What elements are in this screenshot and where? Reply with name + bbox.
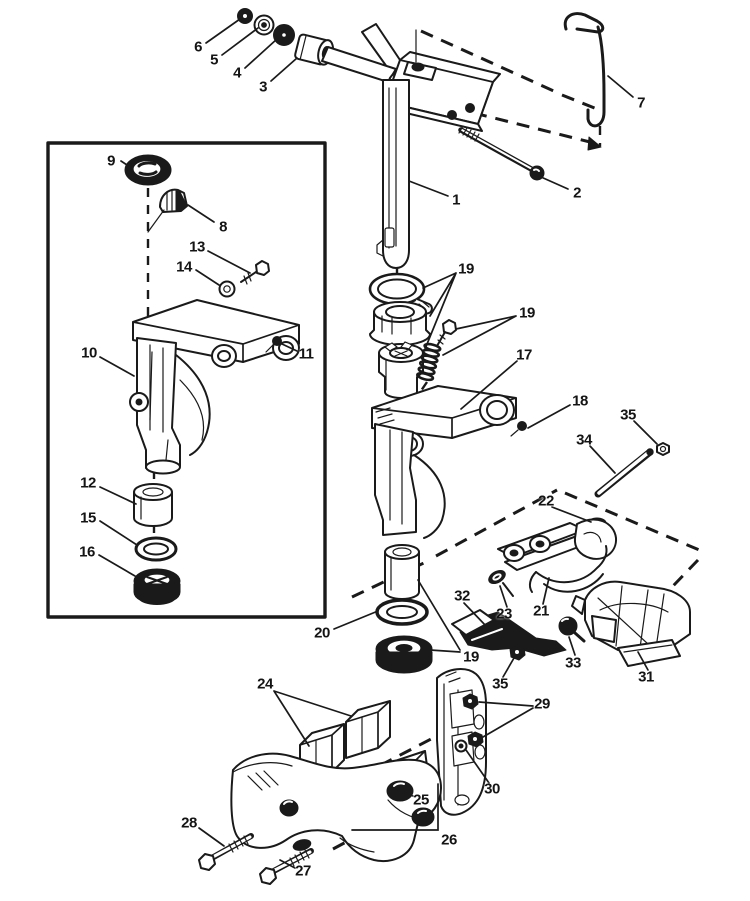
part-16-seal (133, 568, 181, 605)
part-21-linkage (497, 518, 618, 593)
part-6-nut (237, 8, 253, 24)
part-8-cap (147, 188, 188, 233)
part-10-swivel-bracket (129, 299, 300, 475)
part-29-nuts (462, 693, 484, 748)
part-5-washer (253, 14, 275, 36)
part-19-clamp-bushing (369, 301, 431, 346)
part-35-nut-upper (656, 442, 670, 456)
part-31-anchor-bracket (571, 580, 691, 667)
leader-lines (98, 18, 658, 869)
inset-box (46, 141, 327, 619)
part-12-bushing (133, 483, 173, 527)
part-14-washer (218, 280, 236, 298)
part-4-grommet (273, 24, 295, 46)
part-1-swivel-shaft (376, 79, 410, 269)
part-20-o-ring (375, 598, 429, 626)
part-13-bolt (240, 260, 270, 285)
front-clamp-bracket (230, 752, 442, 862)
part-28-bolt (198, 833, 254, 871)
part-19-spring (416, 342, 442, 382)
part-27-bolt (259, 848, 314, 885)
part-23-clip-pin (502, 582, 514, 597)
part-9-seal-ring (124, 154, 172, 186)
part-7-link-rod (563, 12, 606, 128)
part-11-screw (265, 336, 282, 353)
dashed-guides (146, 29, 705, 851)
part-17-swivel-bracket (371, 385, 517, 539)
part-18-screw (510, 421, 527, 437)
part-33-knob (558, 616, 586, 643)
part-19-lower-seal (375, 635, 433, 674)
part-2-bolt (458, 125, 545, 181)
part-35-nut-lower (509, 644, 526, 661)
lower-bushing (384, 544, 420, 600)
steering-yoke-plate (321, 23, 501, 132)
part-23-clip (488, 569, 506, 585)
part-19-bolt (436, 319, 457, 347)
part-19-castellated-bushing (378, 341, 424, 399)
part-3-bushing (294, 33, 335, 66)
part-32-lever (451, 609, 567, 657)
part-15-o-ring (134, 536, 178, 562)
part-34-pin (594, 448, 654, 498)
part-30-washer (454, 739, 468, 753)
